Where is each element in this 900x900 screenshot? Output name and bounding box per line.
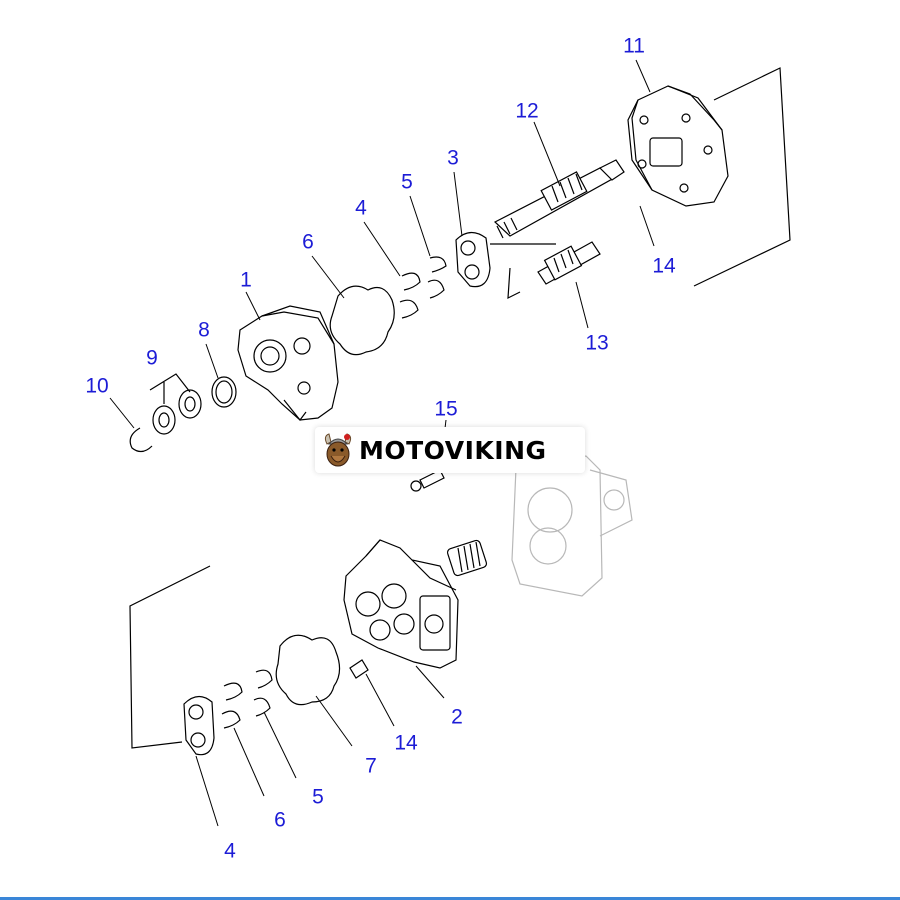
logo-text: MOTOVIKING (359, 436, 547, 465)
part-6-rings-lower (221, 682, 243, 729)
part-15-fittings (410, 469, 445, 492)
label-part-4-upper: 4 (355, 196, 367, 220)
part-10-snap-ring (129, 427, 153, 453)
needle-bearing (446, 539, 488, 577)
label-part-14-lower: 14 (394, 731, 418, 755)
part-12-shaft (493, 159, 625, 239)
part-5-rings-upper (427, 256, 447, 299)
label-part-6-lower: 6 (274, 808, 286, 832)
label-part-6-upper: 6 (302, 230, 314, 254)
label-part-5-lower: 5 (312, 785, 324, 809)
part-1-housing (237, 305, 339, 421)
part-6-gasket-upper (329, 285, 395, 356)
label-part-5-upper: 5 (401, 170, 413, 194)
label-part-12: 12 (515, 99, 539, 123)
part-11-flange (627, 67, 791, 287)
motoviking-logo: MOTOVIKING (315, 427, 585, 473)
bottom-accent-bar (0, 897, 900, 900)
part-5-rings-lower (253, 669, 273, 717)
label-part-2: 2 (451, 705, 463, 729)
viking-mascot-icon (324, 433, 352, 467)
label-part-4-lower: 4 (224, 839, 236, 863)
label-part-14-upper: 14 (652, 254, 676, 278)
part-13-gear-shaft (490, 241, 601, 300)
part-14-pin-lower (349, 659, 369, 679)
label-part-8: 8 (198, 318, 210, 342)
part-3-plate (455, 231, 491, 288)
label-part-13: 13 (585, 331, 609, 355)
part-8-oring (211, 376, 237, 408)
label-part-10: 10 (85, 374, 109, 398)
label-part-11: 11 (623, 34, 645, 58)
label-part-7: 7 (365, 754, 377, 778)
part-2-housing (343, 539, 459, 669)
label-part-9: 9 (146, 346, 158, 370)
part-4-plate-lower (129, 565, 215, 756)
part-9-bearings (149, 373, 202, 435)
label-part-3: 3 (447, 146, 459, 170)
part-4-rings-upper (399, 272, 421, 319)
part-7-gasket-lower (275, 634, 341, 706)
label-part-15: 15 (434, 397, 458, 421)
background-pump-faded (511, 455, 633, 597)
label-part-1: 1 (240, 268, 252, 292)
